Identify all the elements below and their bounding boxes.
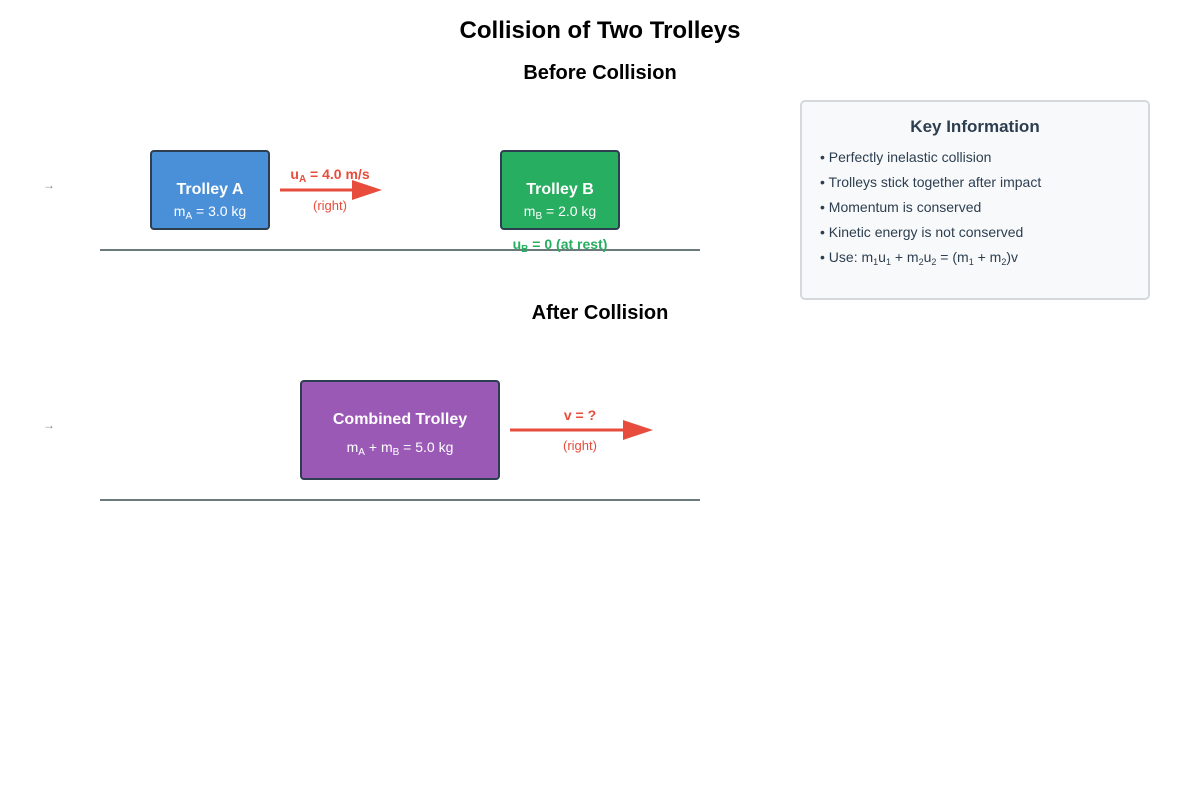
trolley-a-name: Trolley A — [176, 181, 244, 198]
trolley-b-mass: mB = 2.0 kg — [523, 203, 597, 222]
combined-velocity-arrow-icon — [510, 420, 653, 440]
combined-trolley-mass: mA + mB = 5.0 kg — [346, 439, 454, 458]
key-information-list: • Perfectly inelastic collision • Trolle… — [820, 148, 1041, 273]
info-item: • Kinetic energy is not conserved — [820, 224, 1024, 240]
diagram-title: Collision of Two Trolleys — [459, 17, 741, 44]
after-side-arrow-icon: → — [43, 418, 55, 432]
before-ground-line — [100, 249, 700, 251]
combined-trolley: Combined Trolley mA + mB = 5.0 kg — [300, 380, 500, 480]
velocity-a-label: uA = 4.0 m/s — [290, 166, 370, 185]
trolley-b: Trolley B mB = 2.0 kg — [500, 150, 620, 230]
velocity-b-label: uB = 0 (at rest) — [512, 236, 608, 255]
velocity-a-direction: (right) — [313, 198, 347, 213]
after-ground-line — [100, 499, 700, 501]
after-collision-heading: After Collision — [531, 302, 669, 324]
trolley-b-name: Trolley B — [526, 181, 594, 198]
combined-velocity-label: v = ? — [563, 407, 597, 423]
velocity-a-arrow-icon — [280, 180, 382, 200]
before-collision-heading: Before Collision — [523, 62, 677, 84]
info-item-formula: • Use: m1u1 + m2u2 = (m1 + m2)v — [820, 249, 1019, 267]
trolley-a-mass: mA = 3.0 kg — [173, 203, 247, 222]
key-information-panel: Key Information • Perfectly inelastic co… — [800, 100, 1150, 300]
combined-velocity-direction: (right) — [563, 438, 597, 453]
info-item: • Trolleys stick together after impact — [820, 174, 1042, 190]
trolley-a: Trolley A mA = 3.0 kg — [150, 150, 270, 230]
info-item: • Momentum is conserved — [820, 199, 982, 215]
combined-trolley-name: Combined Trolley — [332, 411, 468, 428]
key-information-title: Key Information — [910, 117, 1040, 136]
before-side-arrow-icon: → — [43, 178, 55, 192]
info-item: • Perfectly inelastic collision — [820, 149, 992, 165]
